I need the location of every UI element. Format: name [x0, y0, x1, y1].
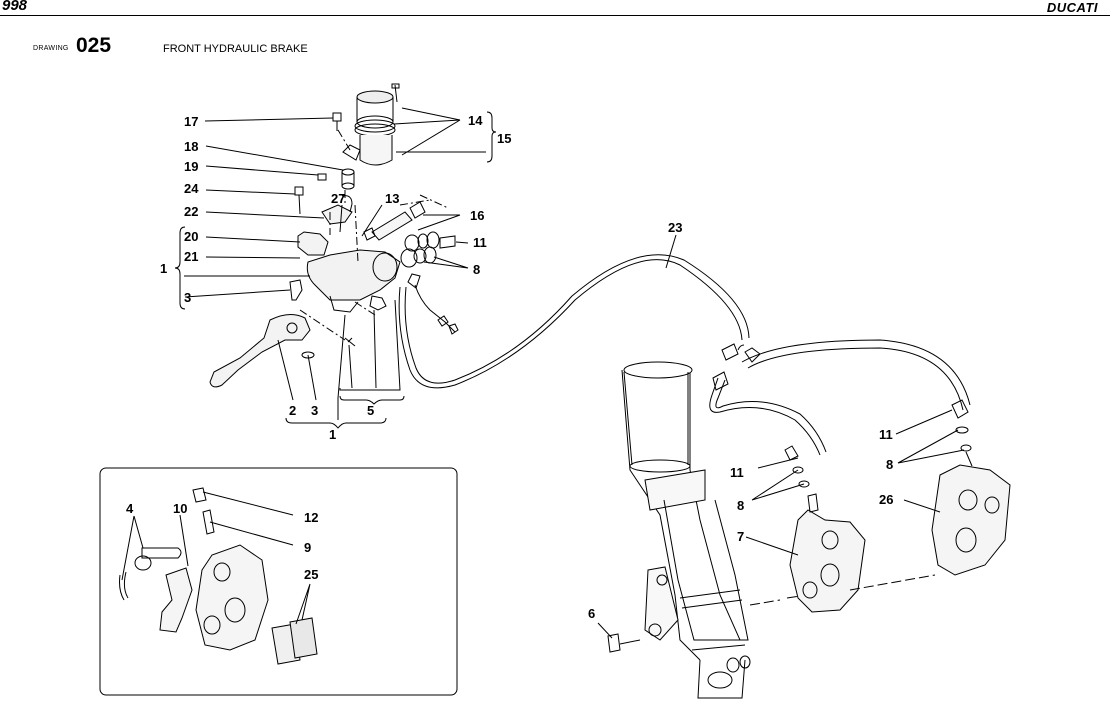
callout-15: 15 [497, 131, 511, 146]
callout-21: 21 [184, 249, 198, 264]
caliper-7-drawing [784, 445, 866, 613]
drawing-title: FRONT HYDRAULIC BRAKE [163, 43, 308, 55]
brand-label: DUCATI [1046, 0, 1098, 15]
callout-3-left: 3 [184, 290, 191, 305]
callout-1-left: 1 [160, 261, 167, 276]
callout-8-mid: 8 [737, 498, 744, 513]
callout-4: 4 [126, 501, 134, 516]
callout-11-right: 11 [879, 427, 893, 442]
drawing-label: DRAWING [33, 45, 69, 52]
callout-25: 25 [304, 567, 318, 582]
leader-lines [121, 107, 965, 639]
callout-12: 12 [304, 510, 318, 525]
callout-27: 27 [331, 191, 345, 206]
drawing-number: 025 [76, 34, 112, 57]
callout-19: 19 [184, 159, 198, 174]
callout-16: 16 [470, 208, 484, 223]
caliper-26-drawing [931, 399, 1011, 576]
callout-labels: 17 18 19 24 22 20 21 1 3 14 15 27 13 16 … [126, 113, 893, 621]
callout-22: 22 [184, 204, 198, 219]
callout-13: 13 [385, 191, 399, 206]
callout-26: 26 [879, 492, 893, 507]
brake-hoses [398, 254, 971, 456]
callout-2: 2 [289, 403, 296, 418]
callout-6: 6 [588, 606, 595, 621]
header-rule [0, 15, 1110, 16]
callout-8-top: 8 [473, 262, 480, 277]
model-label: 998 [2, 0, 28, 14]
callout-20: 20 [184, 229, 198, 244]
braces [174, 111, 497, 429]
callout-8-right: 8 [886, 457, 893, 472]
callout-10: 10 [173, 501, 187, 516]
callout-18: 18 [184, 139, 198, 154]
callout-9: 9 [304, 540, 311, 555]
callout-11-top: 11 [473, 235, 487, 250]
callout-3-bottom: 3 [311, 403, 318, 418]
center-lines [299, 129, 449, 341]
callout-14: 14 [468, 113, 483, 128]
fork-leg-drawing [607, 361, 751, 699]
callout-17: 17 [184, 114, 198, 129]
callout-1-bottom: 1 [329, 427, 336, 442]
page-header: 998 DUCATI [0, 0, 1110, 20]
callout-5: 5 [367, 403, 374, 418]
callout-23: 23 [668, 220, 682, 235]
callout-11-mid: 11 [730, 465, 744, 480]
master-cylinder-drawing [209, 83, 459, 388]
inset-parts-drawing [119, 487, 318, 665]
inset-box [99, 467, 458, 696]
callout-24: 24 [184, 181, 199, 196]
callout-7: 7 [737, 529, 744, 544]
